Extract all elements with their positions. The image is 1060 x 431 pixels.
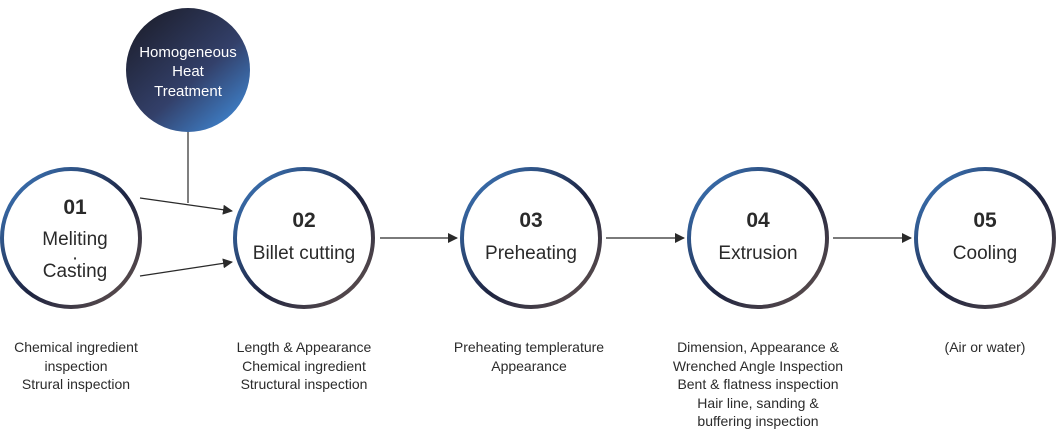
- step-03-preheating: 03 Preheating: [460, 167, 602, 309]
- step-01-caption-line-2: inspection: [44, 357, 108, 374]
- connectors: [139, 130, 912, 277]
- top-node-line-2: Heat: [172, 63, 205, 80]
- step-02-caption-line-3: Structural inspection: [240, 376, 368, 392]
- step-03-caption-line-1: Preheating templerature: [453, 339, 605, 355]
- step-04-number: 04: [746, 209, 770, 232]
- step-04-extrusion: 04 Extrusion: [687, 167, 829, 309]
- step-05-caption: (Air or water): [880, 338, 1060, 357]
- step-01-caption-line-1: Chemical ingredient: [14, 339, 138, 355]
- top-node-line-1: Homogeneous: [139, 44, 237, 61]
- step-03-caption-line-2: Appearance: [491, 357, 567, 374]
- step-04-caption-line-3: Bent & flatness inspection: [677, 376, 839, 392]
- step-01-number: 01: [63, 196, 87, 219]
- step-02-number: 02: [292, 209, 315, 232]
- step-05-label: Cooling: [953, 243, 1017, 264]
- step-03-label: Preheating: [485, 243, 577, 264]
- arrow-01-to-02-upper: [139, 197, 233, 215]
- step-02-caption-line-2: Chemical ingredient: [242, 357, 366, 374]
- step-05-caption-line-1: (Air or water): [944, 339, 1026, 355]
- step-05-number: 05: [973, 209, 997, 232]
- step-05-ring: [914, 167, 1056, 309]
- step-01-label-line-2: ·: [72, 248, 78, 269]
- step-01-caption-line-3: Strural inspection: [21, 376, 131, 392]
- step-02-ring: [233, 167, 375, 309]
- top-node-homogeneous-heat-treatment: Homogeneous Heat Treatment: [126, 8, 250, 132]
- step-02-billet-cutting: 02 Billet cutting: [233, 167, 375, 309]
- top-node-line-3: Treatment: [154, 83, 223, 100]
- step-01-meliting-casting: 01 Meliting · Casting: [0, 167, 142, 309]
- step-02-caption: Length & Appearance Chemical ingredient …: [199, 338, 409, 394]
- step-01-caption: Chemical ingredient inspection Strural i…: [0, 338, 181, 394]
- step-03-number: 03: [519, 209, 542, 232]
- step-05-cooling: 05 Cooling: [914, 167, 1056, 309]
- step-02-label: Billet cutting: [253, 243, 355, 264]
- step-04-label: Extrusion: [718, 243, 797, 264]
- arrow-01-to-02-lower: [139, 258, 233, 277]
- step-04-ring: [687, 167, 829, 309]
- step-04-caption-line-2: Wrenched Angle Inspection: [672, 357, 844, 374]
- step-04-caption-line-1: Dimension, Appearance &: [677, 339, 839, 355]
- step-01-ring: [0, 167, 142, 309]
- step-03-ring: [460, 167, 602, 309]
- step-03-caption: Preheating templerature Appearance: [424, 338, 634, 375]
- step-01-label-line-1: Meliting: [42, 229, 107, 250]
- step-02-caption-line-1: Length & Appearance: [236, 339, 372, 355]
- step-04-caption-line-4: Hair line, sanding &: [697, 394, 819, 411]
- top-node-circle: [126, 8, 250, 132]
- step-01-label-line-3: Casting: [43, 261, 107, 282]
- step-04-caption-line-5: buffering inspection: [697, 413, 819, 429]
- step-04-caption: Dimension, Appearance & Wrenched Angle I…: [653, 338, 863, 431]
